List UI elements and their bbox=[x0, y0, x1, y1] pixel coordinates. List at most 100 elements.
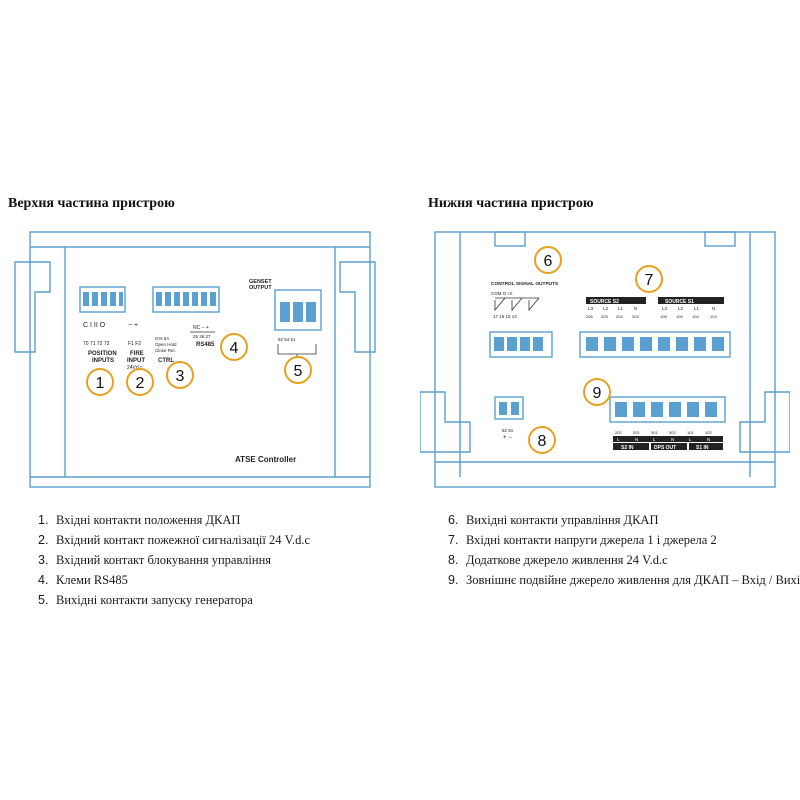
rs485-terminals: 25 26 27 bbox=[193, 334, 211, 339]
top-right-tab bbox=[704, 231, 736, 247]
fire-input-label: FIRE bbox=[130, 351, 144, 357]
bottom-device-svg: CONTROL SIGNAL OUTPUTS COM O I II 17 16 … bbox=[420, 231, 790, 488]
source-s2-label: SOURCE S2 bbox=[590, 299, 619, 305]
bottom-device-diagram: CONTROL SIGNAL OUTPUTS COM O I II 17 16 … bbox=[420, 222, 790, 492]
pos-symbols: C I II O bbox=[83, 322, 106, 329]
genset-connector bbox=[274, 289, 322, 331]
legend-item: 6.Вихідні контакти управління ДКАП bbox=[448, 513, 659, 527]
s2-phase-2: L1 bbox=[618, 306, 624, 311]
svg-text:INPUTS: INPUTS bbox=[92, 358, 114, 364]
genset-terminals: 52 54 51 bbox=[278, 337, 296, 342]
legend-item: 7.Вхідні контакти напруги джерела 1 і дж… bbox=[448, 533, 717, 547]
svg-text:5: 5 bbox=[294, 363, 303, 380]
top-device-diagram: C I II O 70 71 72 73 POSITION INPUTS − +… bbox=[10, 222, 380, 492]
bottom-housing bbox=[434, 231, 776, 488]
top-left-tab bbox=[494, 231, 526, 247]
genset-output-label: GENSET bbox=[249, 279, 272, 285]
s1-in-label: S1 IN bbox=[696, 445, 709, 451]
top-section-title: Верхня частина пристрою bbox=[8, 196, 175, 211]
bottom-right-clip bbox=[739, 391, 790, 453]
s1-terminal-2: 104 bbox=[692, 314, 699, 319]
svg-text:1: 1 bbox=[96, 375, 105, 392]
ctrl-text: IOA IIA bbox=[155, 336, 169, 341]
ctrl-label: CTRL bbox=[158, 358, 174, 364]
legend-item: 5.Вихідні контакти запуску генератора bbox=[38, 593, 253, 607]
svg-text:6: 6 bbox=[544, 253, 553, 270]
aux-terminals: 82 81 bbox=[502, 428, 514, 433]
legend-item: 4.Клеми RS485 bbox=[38, 573, 128, 587]
ln-4: L bbox=[689, 437, 692, 442]
svg-text:3: 3 bbox=[176, 368, 185, 385]
top-right-clip bbox=[339, 261, 376, 353]
dps-terminal-3: 302 bbox=[669, 430, 676, 435]
position-inputs-connector bbox=[79, 286, 126, 313]
control-signal-connector bbox=[489, 331, 553, 358]
fire-ctrl-connector bbox=[152, 286, 220, 313]
control-signal-outputs-label: CONTROL SIGNAL OUTPUTS bbox=[491, 281, 559, 287]
legend-item: 9.Зовнішнє подвійне джерело живлення для… bbox=[448, 573, 800, 587]
fire-terminals: F1 F2 bbox=[128, 341, 141, 347]
bottom-left-clip bbox=[420, 391, 471, 453]
aux-symbols: + − bbox=[503, 435, 512, 441]
callout-2: 2 bbox=[126, 368, 154, 396]
s2-terminal-2: 204 bbox=[616, 314, 623, 319]
rs485-label: RS485 bbox=[196, 342, 215, 348]
dps-terminal-4: 101 bbox=[687, 430, 694, 435]
s2-phase-3: N bbox=[634, 306, 637, 311]
legend-item: 8.Додаткове джерело живлення 24 V.d.c bbox=[448, 553, 668, 567]
dps-terminal-0: 202 bbox=[615, 430, 622, 435]
callout-1: 1 bbox=[86, 368, 114, 396]
dps-terminal-1: 201 bbox=[633, 430, 640, 435]
s2-phase-0: L3 bbox=[588, 306, 594, 311]
dps-out-label: DPS OUT bbox=[654, 445, 676, 451]
source-connector bbox=[579, 331, 731, 358]
callout-7: 7 bbox=[635, 265, 663, 293]
callout-9: 9 bbox=[583, 378, 611, 406]
cs-terminals: 17 16 15 14 bbox=[493, 314, 517, 319]
top-legend: 1.Вхідні контакти положення ДКАП 2.Вхідн… bbox=[38, 510, 310, 610]
svg-text:Close Rel.: Close Rel. bbox=[155, 348, 176, 353]
top-left-clip bbox=[14, 261, 51, 353]
svg-text:9: 9 bbox=[593, 385, 602, 402]
s1-phase-2: L1 bbox=[694, 306, 700, 311]
s1-phase-3: N bbox=[712, 306, 715, 311]
aux-power-connector bbox=[494, 396, 524, 420]
dps-terminal-2: 301 bbox=[651, 430, 658, 435]
ln-5: N bbox=[707, 437, 710, 442]
fire-voltage: 24Vd.c bbox=[127, 365, 143, 371]
legend-item: 1.Вхідні контакти положення ДКАП bbox=[38, 513, 241, 527]
svg-text:4: 4 bbox=[230, 340, 239, 357]
top-device-svg: C I II O 70 71 72 73 POSITION INPUTS − +… bbox=[14, 231, 376, 488]
s2-phase-1: L2 bbox=[603, 306, 609, 311]
ln-0: L bbox=[617, 437, 620, 442]
s2-in-label: S2 IN bbox=[621, 445, 634, 451]
svg-text:OUTPUT: OUTPUT bbox=[249, 285, 272, 291]
callout-5: 5 bbox=[284, 356, 312, 384]
position-inputs-label: POSITION bbox=[88, 351, 117, 357]
cs-symbols: COM O I II bbox=[491, 291, 513, 296]
s1-phase-0: L3 bbox=[662, 306, 668, 311]
legend-item: 3.Вхідний контакт блокування управління bbox=[38, 553, 272, 567]
s1-terminal-3: 103 bbox=[710, 314, 717, 319]
rs485-symbols: NC − + bbox=[193, 325, 209, 331]
callout-4: 4 bbox=[220, 333, 248, 361]
fire-symbols: − + bbox=[128, 322, 138, 329]
pos-terminals: 70 71 72 73 bbox=[83, 341, 110, 347]
ln-2: L bbox=[653, 437, 656, 442]
top-housing bbox=[29, 231, 371, 488]
dps-terminal-5: 102 bbox=[705, 430, 712, 435]
callout-6: 6 bbox=[534, 246, 562, 274]
s1-terminal-0: 106 bbox=[660, 314, 667, 319]
callout-3: 3 bbox=[166, 361, 194, 389]
legend-item: 2.Вхідний контакт пожежної сигналізації … bbox=[38, 533, 311, 547]
bottom-section-title: Нижня частина пристрою bbox=[428, 196, 594, 211]
svg-text:INPUT: INPUT bbox=[127, 358, 145, 364]
s2-terminal-1: 205 bbox=[601, 314, 608, 319]
source-s1-label: SOURCE S1 bbox=[665, 299, 694, 305]
svg-text:8: 8 bbox=[538, 433, 547, 450]
device-name: ATSE Controller bbox=[235, 455, 296, 464]
ln-1: N bbox=[635, 437, 638, 442]
s1-phase-1: L2 bbox=[678, 306, 684, 311]
svg-text:Open Hold: Open Hold bbox=[155, 342, 177, 347]
s2-terminal-0: 206 bbox=[586, 314, 593, 319]
